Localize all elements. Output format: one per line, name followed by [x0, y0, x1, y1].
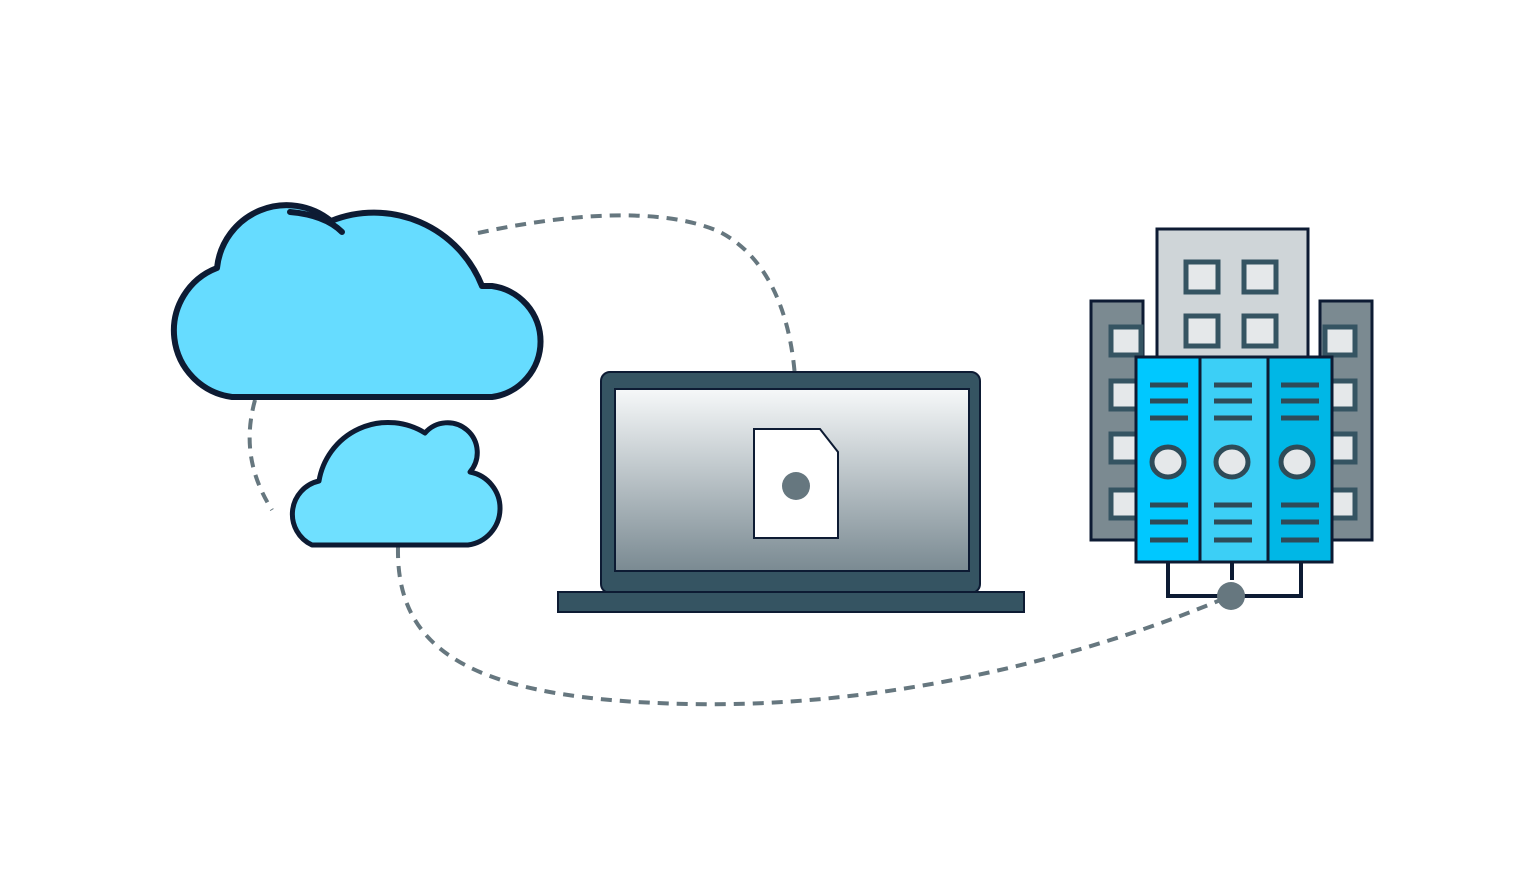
rack-disks [1149, 444, 1316, 480]
rack-slots [1150, 382, 1319, 543]
connector-cloud-to-small-cloud [247, 399, 274, 512]
cloud-large-icon [170, 202, 544, 400]
connector-small-cloud-to-servers [395, 546, 1231, 707]
laptop-base [557, 591, 1025, 613]
connectors [247, 213, 1231, 707]
connector-dot-document [782, 472, 810, 500]
building-center [1155, 227, 1310, 371]
connector-cloud-to-document [477, 213, 798, 478]
server-building-icon [1089, 227, 1374, 598]
connector-dot-servers [1217, 582, 1245, 610]
laptop-icon [557, 371, 1025, 613]
cloud-small-icon [289, 419, 503, 548]
server-rack [1134, 355, 1334, 564]
